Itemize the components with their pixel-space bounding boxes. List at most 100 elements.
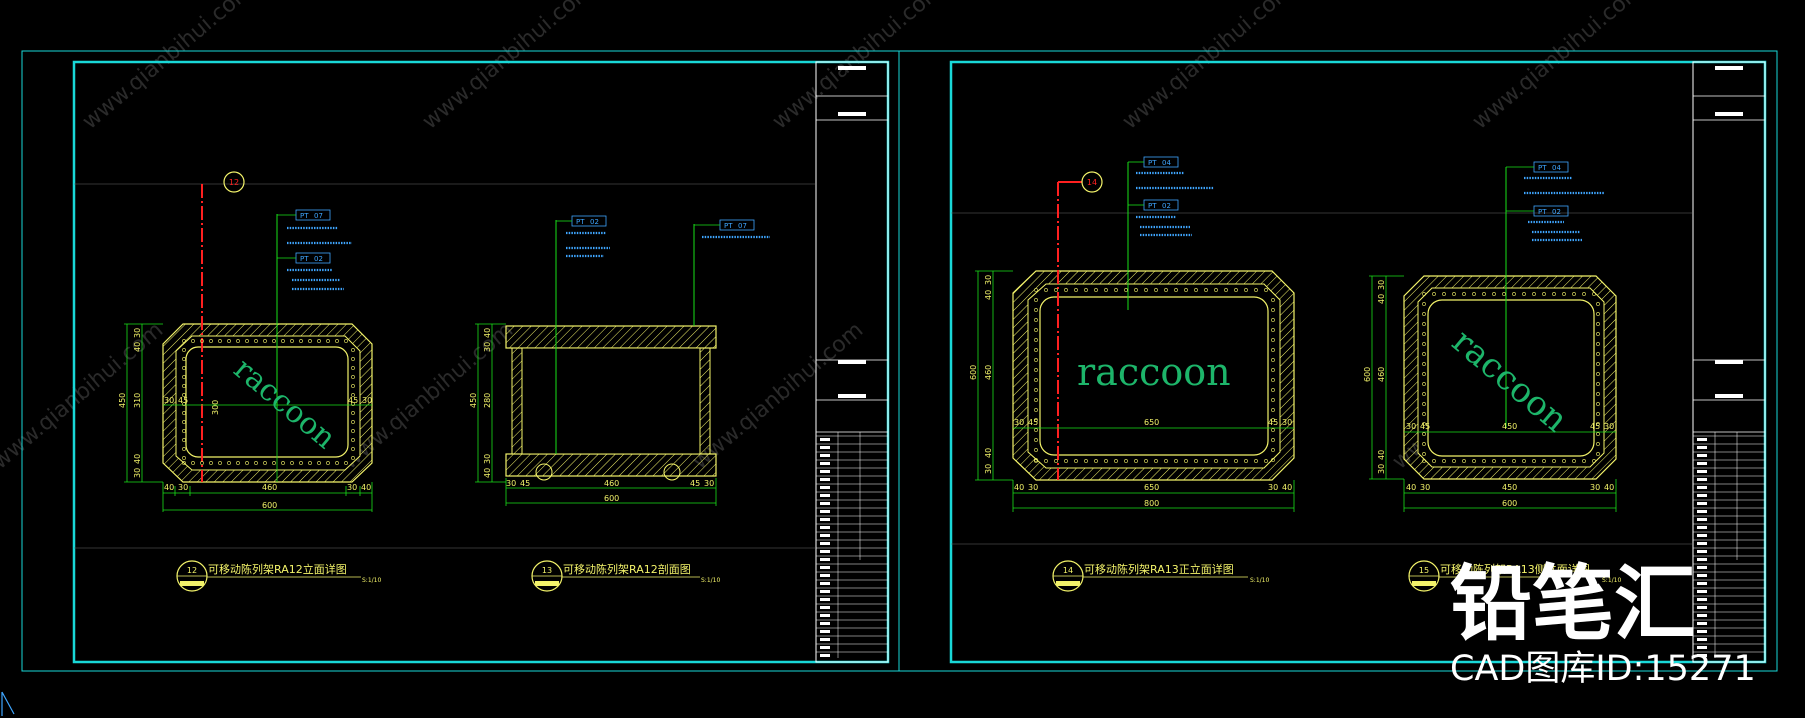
dim-label-total: 600 bbox=[262, 501, 277, 510]
title-number: 12 bbox=[187, 566, 197, 575]
material-code: PT bbox=[724, 222, 733, 230]
dim-label: 460 bbox=[1377, 367, 1386, 382]
drawing-title-13: 13 可移动陈列架RA12剖面图 S:1/10 bbox=[531, 560, 720, 592]
drawing-scale: S:1/10 bbox=[362, 577, 381, 584]
dim-label: 40 bbox=[1377, 450, 1386, 460]
material-code: PT bbox=[576, 218, 585, 226]
note-lines bbox=[1524, 176, 1604, 242]
dim-label: 30 bbox=[1282, 418, 1292, 427]
drawing-13-section: PT 02 PT 07 30 45 460 45 30 600 bbox=[469, 215, 770, 506]
dim-label: 30 bbox=[1028, 483, 1038, 492]
drawing-title: 可移动陈列架RA12立面详图 bbox=[208, 562, 347, 576]
site-watermark: www.qianbihui.com bbox=[0, 318, 168, 475]
dim-label: 30 bbox=[1014, 418, 1024, 427]
dim-label: 45 bbox=[520, 479, 530, 488]
dim-label: 450 bbox=[1502, 483, 1517, 492]
dim-label: 40 bbox=[361, 483, 371, 492]
dim-label: 40 bbox=[164, 483, 174, 492]
cabinet-side-left bbox=[511, 347, 523, 455]
cabinet-side-right bbox=[699, 347, 711, 455]
dim-label: 45 bbox=[178, 396, 188, 405]
dim-label: 30 bbox=[1268, 483, 1278, 492]
section-marker-number: 14 bbox=[1087, 178, 1097, 187]
cabinet-opening bbox=[1427, 299, 1595, 457]
material-code: PT bbox=[1538, 164, 1547, 172]
dim-label: 45 bbox=[1028, 418, 1038, 427]
cabinet-opening bbox=[1039, 296, 1269, 456]
dim-label: 30 bbox=[1604, 422, 1614, 431]
material-code: PT bbox=[1148, 159, 1157, 167]
title-block-right bbox=[1692, 61, 1766, 663]
dimension-chain-vertical bbox=[975, 270, 1013, 481]
drawing-12-elevation: 12 PT 07 PT 02 raccoon bbox=[118, 171, 373, 512]
material-num: 02 bbox=[314, 255, 323, 263]
dim-label: 30 bbox=[347, 483, 357, 492]
note-lines bbox=[287, 226, 352, 291]
perforation-dots bbox=[1034, 288, 1275, 463]
material-num: 02 bbox=[1162, 202, 1171, 210]
cabinet-bottom bbox=[505, 453, 717, 477]
material-tag: PT 02 bbox=[1128, 199, 1179, 211]
material-num: 07 bbox=[738, 222, 747, 230]
section-marker bbox=[223, 171, 245, 193]
dim-label: 30 bbox=[1377, 280, 1386, 290]
dim-label: 45 bbox=[1420, 422, 1430, 431]
dim-label: 30 bbox=[133, 328, 142, 338]
dim-label-total: 450 bbox=[118, 393, 127, 408]
dim-label: 40 bbox=[984, 290, 993, 300]
dim-label: 30 bbox=[483, 454, 492, 464]
perforation-dots bbox=[182, 339, 355, 465]
material-code: PT bbox=[1148, 202, 1157, 210]
drawing-scale: S:1/10 bbox=[1602, 577, 1621, 584]
dim-label: 460 bbox=[604, 479, 619, 488]
dim-label: 30 bbox=[483, 342, 492, 352]
note-lines bbox=[566, 231, 770, 258]
dim-label: 45 bbox=[348, 396, 358, 405]
dim-label: 40 bbox=[483, 468, 492, 478]
dim-label-total: 800 bbox=[1144, 499, 1159, 508]
material-tag: PT 07 bbox=[694, 219, 755, 231]
material-code: PT bbox=[300, 212, 309, 220]
dim-label: 300 bbox=[211, 400, 220, 415]
site-watermark: www.qianbihui.com bbox=[1468, 0, 1648, 135]
dim-label: 30 bbox=[133, 468, 142, 478]
dim-label: 280 bbox=[483, 393, 492, 408]
section-marker-number: 12 bbox=[229, 178, 239, 187]
drawing-watermark: raccoon bbox=[1077, 350, 1231, 394]
dim-label-total: 600 bbox=[1502, 499, 1517, 508]
dim-label: 45 bbox=[1590, 422, 1600, 431]
dim-label: 30 bbox=[984, 464, 993, 474]
title-number: 14 bbox=[1063, 566, 1073, 575]
ucs-icon bbox=[1, 691, 15, 716]
dim-label: 30 bbox=[164, 396, 174, 405]
material-code: PT bbox=[1538, 208, 1547, 216]
drawing-15-side-elevation: PT 04 PT 02 raccoon 40 30 450 30 40 bbox=[1363, 161, 1617, 512]
material-num: 04 bbox=[1162, 159, 1171, 167]
dimension-chain-horizontal bbox=[1403, 479, 1617, 512]
dim-label: 40 bbox=[483, 328, 492, 338]
dim-label: 30 bbox=[178, 483, 188, 492]
caster-wheel bbox=[535, 463, 553, 481]
title-number: 15 bbox=[1419, 566, 1429, 575]
cabinet-top bbox=[505, 325, 717, 349]
material-tag: PT 02 bbox=[556, 215, 607, 227]
dimension-chain-vertical bbox=[124, 323, 163, 483]
site-watermark: www.qianbihui.com bbox=[418, 0, 598, 135]
material-tag: PT 02 bbox=[277, 252, 331, 264]
dim-label: 650 bbox=[1144, 483, 1159, 492]
title-number: 13 bbox=[542, 566, 552, 575]
drawing-14-front-elevation: 14 PT 04 PT 02 raccoon 40 bbox=[969, 156, 1295, 512]
material-tag: PT 07 bbox=[277, 209, 331, 221]
drawing-title-14: 14 可移动陈列架RA13正立面详图 S:1/10 bbox=[1052, 560, 1269, 592]
dim-label-total: 450 bbox=[469, 393, 478, 408]
dim-label: 450 bbox=[1502, 422, 1517, 431]
dimension-chain-horizontal bbox=[162, 482, 373, 512]
site-watermark: www.qianbihui.com bbox=[78, 0, 258, 135]
brand-logo-text: 铅笔汇 bbox=[1450, 557, 1696, 652]
dim-label-total: 600 bbox=[969, 365, 978, 380]
dim-label: 30 bbox=[1590, 483, 1600, 492]
cabinet-cavity bbox=[521, 347, 701, 455]
material-num: 02 bbox=[590, 218, 599, 226]
dim-label: 40 bbox=[1377, 294, 1386, 304]
